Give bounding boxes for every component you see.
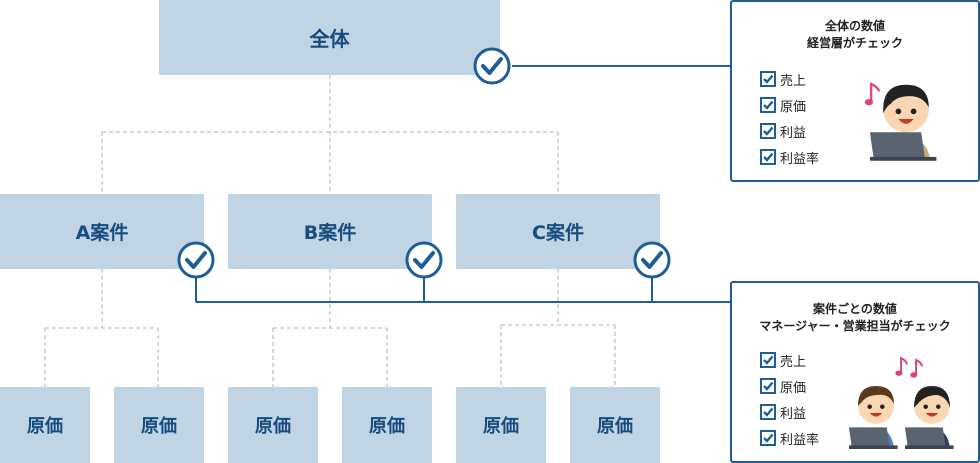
node-cost-label: 原価	[255, 416, 291, 437]
panel-title-line1: 全体の数値	[824, 19, 885, 33]
panel-title-line2: マネージャー・営業担当がチェック	[759, 319, 951, 333]
checkbox-checked-icon	[760, 123, 776, 139]
metric-list: 売上 原価 利益 利益率	[760, 66, 819, 170]
node-cost-label: 原価	[141, 416, 177, 437]
node-cost-label: 原価	[483, 416, 519, 437]
panel-title-line2: 経営層がチェック	[806, 36, 903, 50]
panel-executive: 全体の数値 経営層がチェック 売上 原価 利益 利益率	[730, 0, 980, 182]
node-cost-label: 原価	[369, 416, 405, 437]
businessman-laptop-icon	[869, 84, 937, 161]
metric-item: 売上	[760, 66, 819, 92]
metric-item: 原価	[760, 373, 819, 399]
businessman-laptop-icon	[905, 386, 954, 449]
node-cost-label: 原価	[27, 416, 63, 437]
metric-item: 利益	[760, 118, 819, 144]
checkbox-checked-icon	[760, 149, 776, 165]
panel-executive-title: 全体の数値 経営層がチェック	[732, 18, 978, 52]
node-project-c-label: C案件	[532, 222, 584, 244]
metric-item: 売上	[760, 347, 819, 373]
checkbox-checked-icon	[760, 97, 776, 113]
metric-label: 利益率	[780, 432, 820, 448]
node-cost-label: 原価	[597, 416, 633, 437]
node-cost-b2: 原価	[342, 387, 432, 463]
metric-label: 売上	[780, 73, 807, 89]
check-circle-icon	[177, 241, 215, 279]
node-project-b: B案件	[228, 194, 432, 269]
metric-label: 原価	[780, 380, 807, 396]
music-note-icon	[895, 356, 924, 378]
node-project-a: A案件	[0, 194, 204, 269]
checkbox-checked-icon	[760, 430, 776, 446]
metric-list: 売上 原価 利益 利益率	[760, 347, 819, 451]
metric-item: 利益	[760, 399, 819, 425]
metric-label: 利益	[780, 406, 807, 422]
node-cost-a2: 原価	[114, 387, 204, 463]
metric-item: 利益率	[760, 144, 819, 170]
node-total: 全体	[159, 0, 500, 75]
checkbox-checked-icon	[760, 378, 776, 394]
node-cost-b1: 原価	[228, 387, 318, 463]
check-circle-icon	[473, 47, 511, 85]
node-cost-c2: 原価	[570, 387, 660, 463]
node-total-label: 全体	[309, 27, 350, 51]
metric-label: 利益率	[780, 151, 820, 167]
metric-item: 原価	[760, 92, 819, 118]
checkbox-checked-icon	[760, 352, 776, 368]
node-project-c: C案件	[456, 194, 660, 269]
node-cost-c1: 原価	[456, 387, 546, 463]
node-project-b-label: B案件	[303, 222, 357, 244]
metric-item: 利益率	[760, 425, 819, 451]
metric-label: 売上	[780, 354, 807, 370]
checkbox-checked-icon	[760, 404, 776, 420]
music-note-icon	[864, 82, 881, 106]
node-cost-a1: 原価	[0, 387, 90, 463]
panel-manager: 案件ごとの数値 マネージャー・営業担当がチェック 売上 原価 利益 利益率	[730, 281, 980, 463]
check-circle-icon	[405, 241, 443, 279]
node-project-a-label: A案件	[75, 222, 129, 244]
panel-title-line1: 案件ごとの数値	[813, 302, 897, 316]
checkbox-checked-icon	[760, 71, 776, 87]
metric-label: 利益	[780, 125, 807, 141]
check-circle-icon	[633, 241, 671, 279]
panel-manager-title: 案件ごとの数値 マネージャー・営業担当がチェック	[732, 301, 978, 335]
metric-label: 原価	[780, 99, 807, 115]
businessman-laptop-icon	[849, 386, 898, 449]
